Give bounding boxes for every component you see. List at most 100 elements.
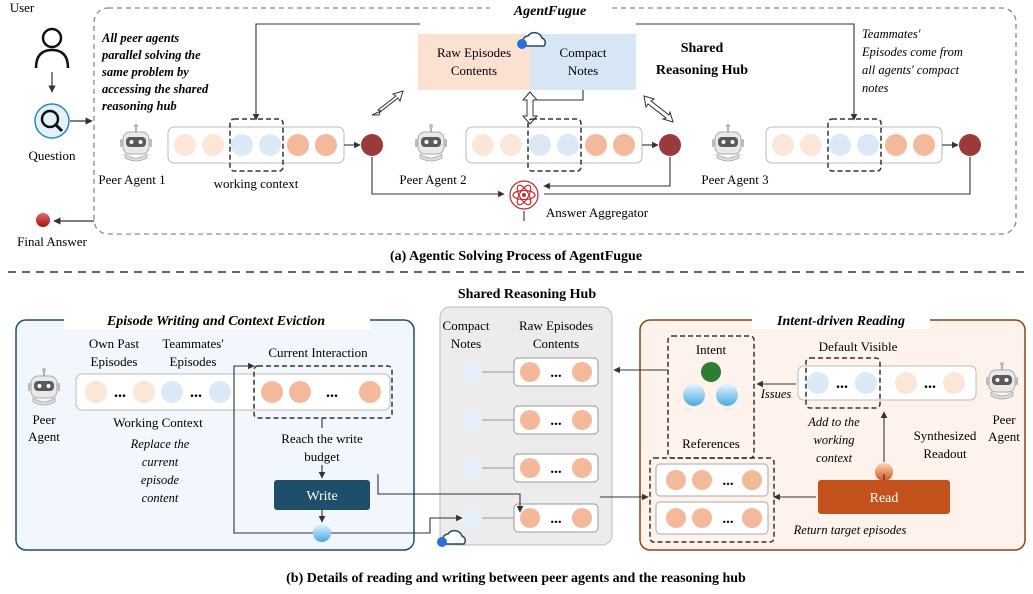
hub-row: ... bbox=[462, 453, 599, 483]
question-label: Question bbox=[29, 148, 76, 163]
ellipsis: ... bbox=[190, 384, 202, 401]
robot-icon bbox=[414, 123, 448, 162]
episode-ball bbox=[313, 524, 331, 542]
raw-episodes-label: Contents bbox=[451, 63, 497, 78]
final-answer-icon bbox=[36, 213, 50, 227]
replace-note: Replace the bbox=[130, 437, 190, 451]
reference-ball bbox=[716, 384, 738, 406]
own-past-label: Episodes bbox=[91, 354, 138, 369]
current-interaction-label: Current Interaction bbox=[268, 345, 368, 360]
own-past-label: Own Past bbox=[89, 336, 140, 351]
user-label: User bbox=[10, 0, 35, 15]
robot-icon bbox=[119, 123, 153, 162]
working-context-bracket bbox=[229, 118, 284, 172]
default-visible-label: Default Visible bbox=[819, 339, 898, 354]
ellipsis: ... bbox=[836, 375, 848, 392]
replace-note: current bbox=[142, 455, 179, 469]
issues-label: Issues bbox=[760, 387, 792, 401]
peer-agent-label: Peer bbox=[992, 412, 1016, 427]
robot-icon bbox=[711, 123, 745, 162]
peer-agent-label: Peer bbox=[32, 412, 56, 427]
default-visible-bracket bbox=[805, 357, 881, 409]
answer-dot bbox=[959, 134, 981, 156]
add-working-note: working bbox=[814, 433, 855, 447]
question-icon bbox=[34, 103, 70, 139]
note-line: All peer agents bbox=[101, 31, 179, 45]
user-icon bbox=[34, 27, 70, 69]
synth-label: Synthesized bbox=[914, 428, 977, 443]
raw-episodes-label: Raw Episodes bbox=[437, 45, 511, 60]
return-target-label: Return target episodes bbox=[793, 523, 907, 537]
teammates-label: Episodes bbox=[170, 354, 217, 369]
working-context-bracket bbox=[827, 118, 882, 172]
replace-note: episode bbox=[141, 473, 180, 487]
note-line: all agents' compact bbox=[862, 63, 960, 77]
note-line: same problem by bbox=[101, 65, 189, 79]
compact-notes-box bbox=[530, 34, 636, 90]
atom-icon bbox=[509, 180, 539, 210]
caption-a: (a) Agentic Solving Process of AgentFugu… bbox=[390, 249, 642, 264]
hub-title-bottom: Shared Reasoning Hub bbox=[458, 287, 596, 302]
replace-note: content bbox=[142, 491, 179, 505]
answer-dot bbox=[659, 134, 681, 156]
ellipsis: ... bbox=[550, 365, 562, 381]
ellipsis: ... bbox=[114, 384, 126, 401]
answer-dot bbox=[361, 134, 383, 156]
teammates-note: Teammates' Episodes come from all agents… bbox=[861, 27, 963, 95]
intent-label: Intent bbox=[696, 342, 727, 357]
write-label: Write bbox=[306, 489, 337, 504]
hub-row: ... bbox=[462, 357, 599, 387]
hub-title: Shared bbox=[681, 41, 724, 56]
hub-compact-label: Notes bbox=[451, 336, 481, 351]
double-arrow-icon bbox=[371, 90, 674, 125]
hub-row: ... bbox=[462, 405, 599, 435]
agent-label: Peer Agent 1 bbox=[98, 172, 165, 187]
cloud-icon bbox=[517, 32, 546, 49]
peer-agent-2: Peer Agent 2 bbox=[399, 118, 681, 187]
note-line: accessing the shared bbox=[102, 82, 209, 96]
add-working-note: context bbox=[816, 451, 853, 465]
read-button[interactable] bbox=[818, 480, 950, 514]
raw-episodes-box bbox=[418, 34, 530, 90]
synth-label: Readout bbox=[923, 446, 967, 461]
reach-budget-label: budget bbox=[304, 449, 340, 464]
ellipsis: ... bbox=[326, 384, 338, 401]
reach-budget-label: Reach the write bbox=[281, 431, 363, 446]
intent-dot bbox=[701, 362, 721, 382]
compact-notes-label: Notes bbox=[568, 63, 598, 78]
hub-raw-label: Raw Episodes bbox=[519, 318, 593, 333]
working-context-label: working context bbox=[214, 176, 299, 191]
aggregator-label: Answer Aggregator bbox=[546, 205, 649, 220]
working-context-bracket bbox=[527, 118, 582, 172]
reference-ball bbox=[683, 384, 705, 406]
hub-title: Reasoning Hub bbox=[656, 63, 748, 78]
peer-agent-label: Agent bbox=[28, 429, 60, 444]
note-line: Teammates' bbox=[862, 27, 921, 41]
add-working-note: Add to the bbox=[807, 415, 860, 429]
top-panel: User Question Final Answer AgentFugue Al… bbox=[10, 0, 1017, 264]
ellipsis: ... bbox=[722, 511, 734, 527]
agent-label: Peer Agent 3 bbox=[701, 172, 768, 187]
working-context-label: Working Context bbox=[113, 415, 203, 430]
ellipsis: ... bbox=[722, 473, 734, 489]
note-line: reasoning hub bbox=[102, 99, 177, 113]
cloud-icon bbox=[437, 530, 466, 547]
agent-label: Peer Agent 2 bbox=[399, 172, 466, 187]
episode-writing-title: Episode Writing and Context Eviction bbox=[106, 314, 325, 329]
bottom-panel: Shared Reasoning Hub Episode Writing and… bbox=[15, 287, 1026, 586]
peer-agent-label: Agent bbox=[988, 429, 1020, 444]
note-line: Episodes come from bbox=[861, 45, 963, 59]
references-label: References bbox=[682, 436, 740, 451]
ellipsis: ... bbox=[550, 413, 562, 429]
ellipsis: ... bbox=[924, 375, 936, 392]
ellipsis: ... bbox=[550, 511, 562, 527]
read-label: Read bbox=[870, 491, 899, 506]
teammates-label: Teammates' bbox=[162, 336, 223, 351]
compact-notes-label: Compact bbox=[560, 45, 607, 60]
current-interaction-bracket bbox=[253, 365, 393, 419]
readout-ball bbox=[875, 463, 893, 481]
note-line: parallel solving the bbox=[101, 48, 201, 62]
write-button[interactable] bbox=[274, 480, 370, 510]
ellipsis: ... bbox=[550, 461, 562, 477]
